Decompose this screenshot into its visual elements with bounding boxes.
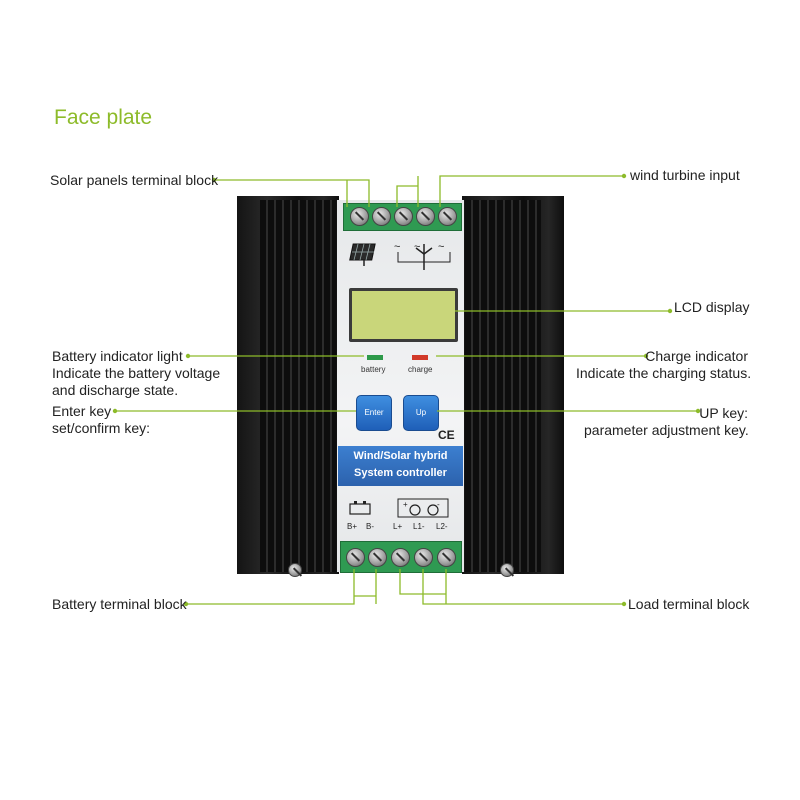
svg-text:-: - — [437, 500, 440, 509]
charge-led — [412, 355, 428, 360]
charge-indicator-line-2: Indicate the charging status. — [576, 365, 752, 381]
enter-key-line-2: set/confirm key: — [52, 420, 151, 436]
svg-text:+: + — [403, 500, 408, 509]
lcd-display — [349, 288, 458, 342]
ce-mark: CE — [438, 428, 455, 442]
charge-indicator-line-1: Charge indicator — [645, 348, 748, 364]
terminal-label-l2-minus: L2- — [436, 522, 448, 531]
wind-turbine-icon: ~ ~ ~ — [394, 241, 451, 270]
svg-text:~: ~ — [438, 241, 444, 253]
terminal-label-b-minus: B- — [366, 522, 374, 531]
up-key-label: UP key: parameter adjustment key. — [584, 405, 749, 439]
battery-indicator-line-1: Battery indicator light — [52, 348, 183, 364]
load-terminal-screw — [391, 548, 410, 567]
wind-terminal-screw — [416, 207, 435, 226]
solar-panel-icon — [349, 243, 376, 266]
charge-led-label: charge — [408, 365, 433, 374]
wind-input-label: wind turbine input — [630, 167, 740, 183]
terminal-label-b-plus: B+ — [347, 522, 358, 531]
load-bulb-icon: + - — [397, 498, 449, 518]
battery-indicator-line-2: Indicate the battery voltage — [52, 365, 221, 381]
left-fins — [260, 200, 336, 572]
battery-icon — [349, 501, 371, 515]
lcd-display-label: LCD display — [674, 299, 750, 315]
right-fins — [465, 200, 541, 572]
up-button[interactable]: Up — [403, 395, 439, 431]
banner-line-2: System controller — [354, 467, 447, 479]
battery-indicator-label: Battery indicator light Indicate the bat… — [52, 348, 220, 399]
load-terminal-label: Load terminal block — [628, 596, 750, 612]
battery-led — [367, 355, 383, 360]
battery-terminal-screw — [368, 548, 387, 567]
banner-line-1: Wind/Solar hybrid — [353, 450, 448, 462]
up-key-line-2: parameter adjustment key. — [584, 422, 749, 438]
wind-terminal-screw — [394, 207, 413, 226]
terminal-label-l1-minus: L1- — [413, 522, 425, 531]
svg-text:~: ~ — [414, 241, 420, 253]
solar-terminal-label: Solar panels terminal block — [50, 172, 219, 188]
solar-terminal-screw — [372, 207, 391, 226]
charge-indicator-label: Charge indicator Indicate the charging s… — [576, 348, 752, 382]
page-title: Face plate — [54, 106, 153, 129]
up-key-line-1: UP key: — [699, 405, 748, 421]
enter-key-label: Enter key set/confirm key: — [52, 403, 150, 437]
battery-terminal-label: Battery terminal block — [52, 596, 187, 612]
load-terminal-screw — [437, 548, 456, 567]
solar-terminal-screw — [350, 207, 369, 226]
enter-button[interactable]: Enter — [356, 395, 392, 431]
battery-indicator-line-3: and discharge state. — [52, 382, 179, 398]
product-banner: Wind/Solar hybrid System controller — [338, 446, 463, 486]
enter-key-line-1: Enter key — [52, 403, 112, 419]
terminal-label-l-plus: L+ — [393, 522, 403, 531]
mount-screw — [288, 563, 302, 577]
load-terminal-screw — [414, 548, 433, 567]
battery-led-label: battery — [361, 365, 386, 374]
mount-screw — [500, 563, 514, 577]
wind-terminal-screw — [438, 207, 457, 226]
svg-text:~: ~ — [394, 241, 400, 253]
battery-terminal-screw — [346, 548, 365, 567]
